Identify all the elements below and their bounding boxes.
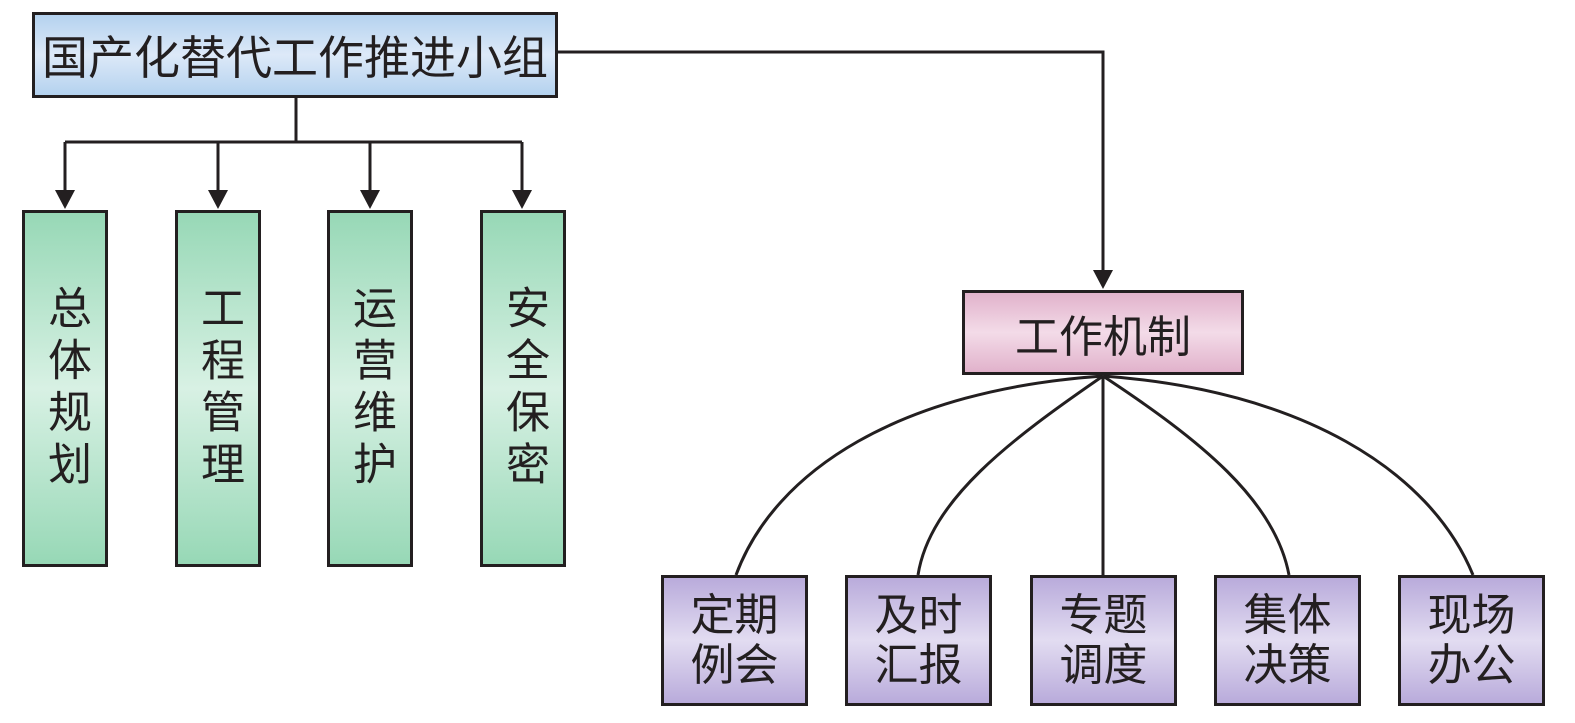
item-line2: 调度 bbox=[1059, 639, 1148, 691]
arrowhead-安全保密 bbox=[512, 190, 532, 209]
department-node: 总体规划 bbox=[22, 210, 108, 567]
item-line2: 决策 bbox=[1243, 639, 1332, 691]
mechanism-node: 工作机制 bbox=[962, 290, 1244, 375]
arrowhead-工程管理 bbox=[208, 190, 228, 209]
item-line2: 例会 bbox=[690, 639, 779, 691]
item-line1: 专题 bbox=[1059, 590, 1148, 642]
department-node: 运营维护 bbox=[327, 210, 413, 567]
mechanism-item-node: 专题 调度 bbox=[1030, 575, 1177, 706]
item-line1: 现场 bbox=[1427, 590, 1516, 642]
mechanism-label: 工作机制 bbox=[1015, 311, 1191, 363]
curve-to-定期例会 bbox=[734, 374, 1104, 576]
root-node: 国产化替代工作推进小组 bbox=[32, 12, 558, 98]
curve-to-集体决策 bbox=[1102, 374, 1291, 576]
item-line2: 汇报 bbox=[874, 639, 963, 691]
mechanism-item-node: 及时 汇报 bbox=[845, 575, 992, 706]
item-line2: 办公 bbox=[1427, 639, 1516, 691]
department-label: 运营维护 bbox=[345, 284, 396, 493]
mechanism-item-node: 定期 例会 bbox=[661, 575, 808, 706]
curve-to-及时汇报 bbox=[916, 374, 1104, 576]
item-line1: 集体 bbox=[1243, 590, 1332, 642]
department-label: 总体规划 bbox=[40, 284, 91, 493]
arrowhead-运营维护 bbox=[360, 190, 380, 209]
department-node: 安全保密 bbox=[480, 210, 566, 567]
item-line1: 定期 bbox=[690, 590, 779, 642]
root-label: 国产化替代工作推进小组 bbox=[42, 31, 548, 85]
department-label: 安全保密 bbox=[498, 284, 549, 493]
department-node: 工程管理 bbox=[175, 210, 261, 567]
arrowhead-总体规划 bbox=[55, 190, 75, 209]
curve-to-现场办公 bbox=[1102, 374, 1475, 576]
connector-to-工作机制 bbox=[557, 50, 1105, 272]
arrowhead-工作机制 bbox=[1093, 270, 1113, 289]
item-line1: 及时 bbox=[874, 590, 963, 642]
department-label: 工程管理 bbox=[193, 284, 244, 493]
mechanism-item-node: 现场 办公 bbox=[1398, 575, 1545, 706]
mechanism-item-node: 集体 决策 bbox=[1214, 575, 1361, 706]
